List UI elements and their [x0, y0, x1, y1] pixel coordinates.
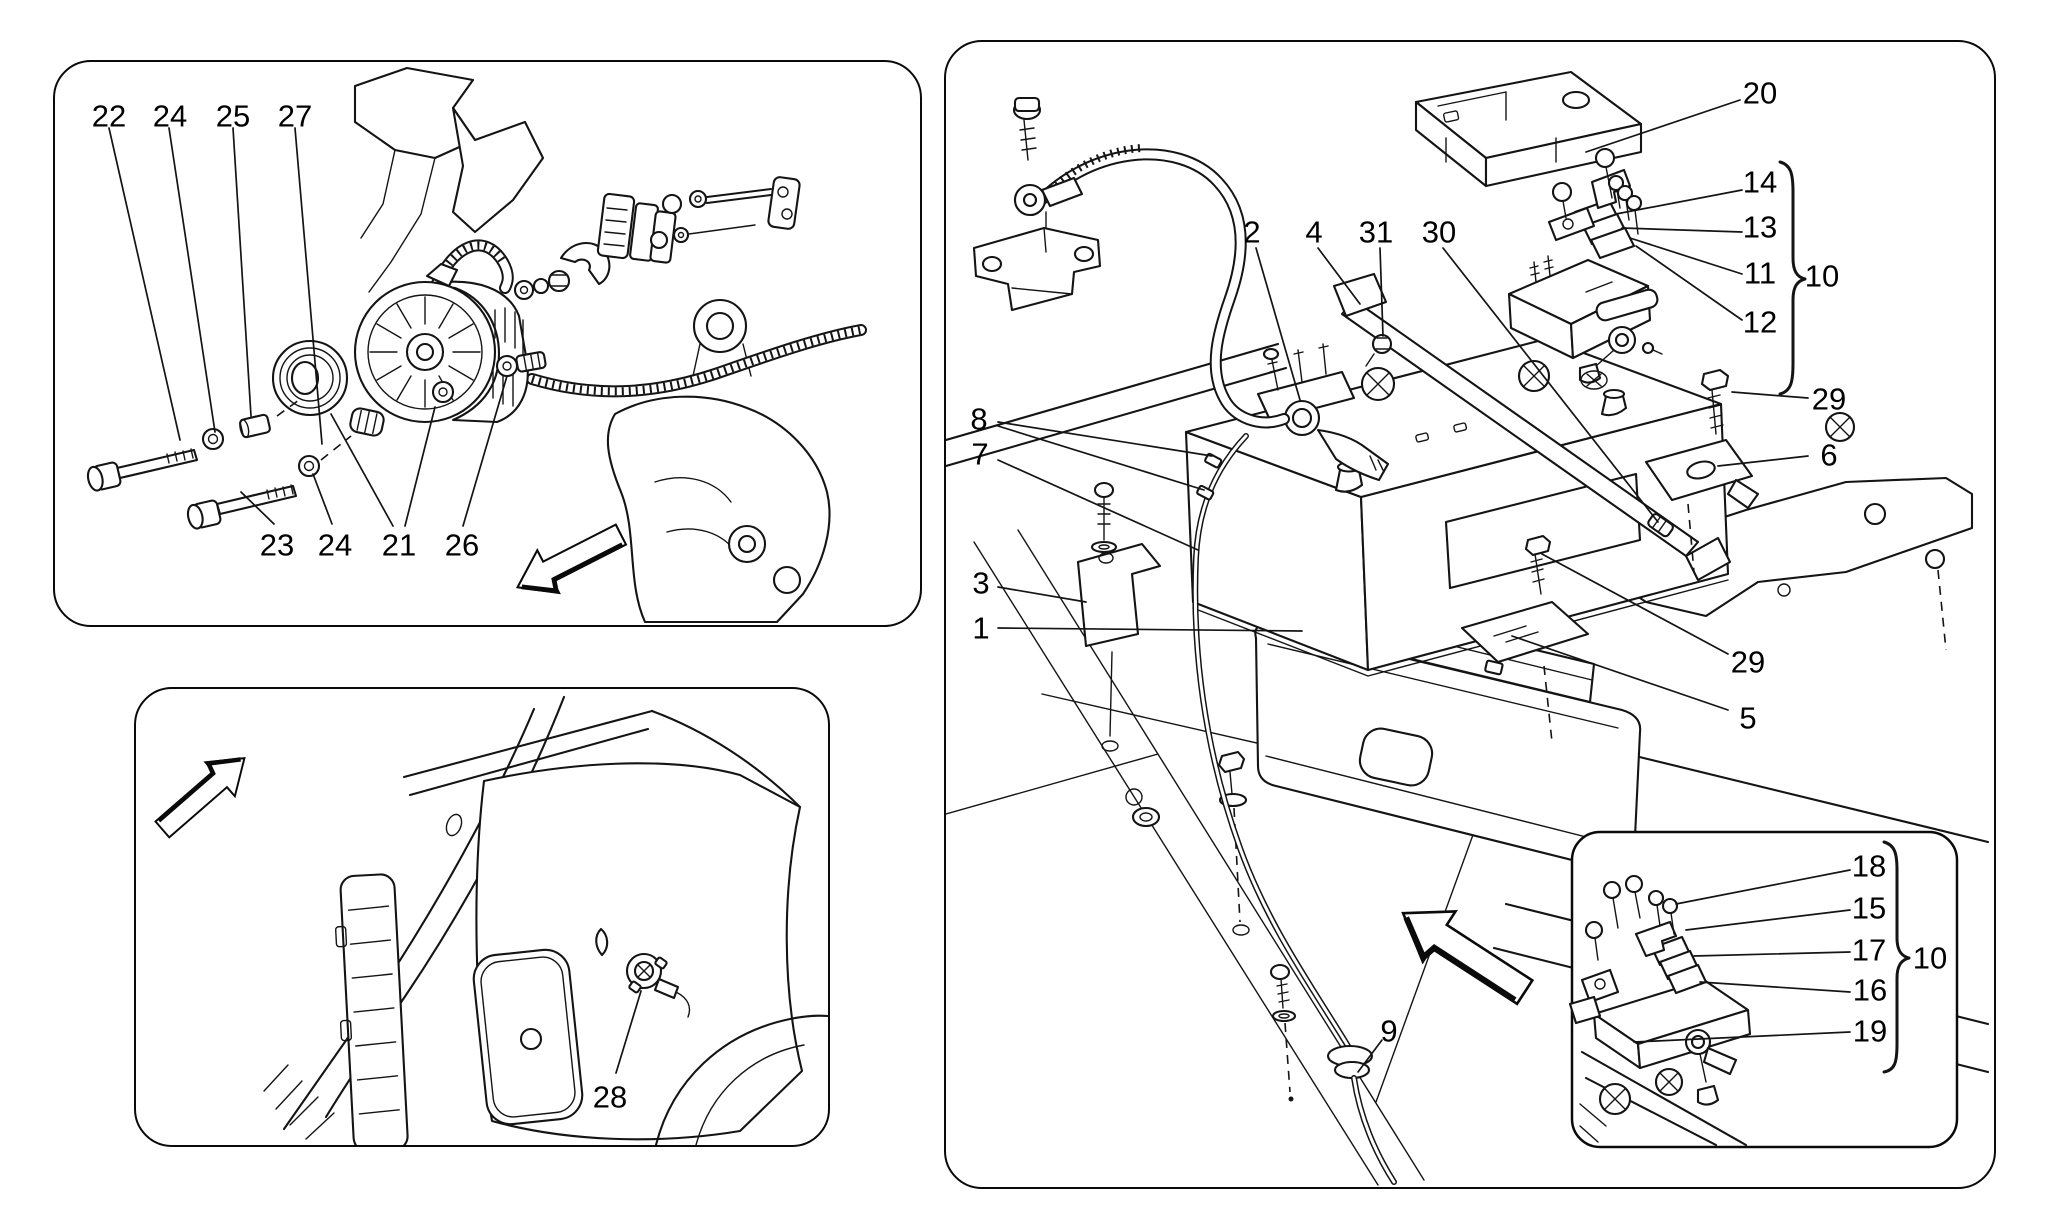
callout-25: 25: [215, 98, 251, 134]
callout-29-lower: 29: [1730, 644, 1766, 680]
panel-alternator-exploded: 22 24 25 27 23 24 21 26: [53, 60, 922, 627]
trunk-illustration: [154, 695, 828, 1145]
callout-9: 9: [1380, 1013, 1398, 1049]
callout-26: 26: [444, 527, 480, 563]
inset-fuse-detail: [1568, 830, 1959, 1149]
callout-22: 22: [91, 98, 127, 134]
callout-16: 16: [1852, 972, 1888, 1008]
callout-2: 2: [1243, 214, 1261, 250]
callout-13: 13: [1742, 209, 1778, 245]
callout-29-upper: 29: [1811, 381, 1847, 417]
callout-15: 15: [1851, 890, 1887, 926]
brace-group-10-top: [1778, 160, 1807, 396]
callout-24-lower: 24: [317, 527, 353, 563]
panel-battery-assembly: 20 14 13 11 12 10 2 4 31 30 8 7 3 1 29 6…: [944, 40, 1996, 1189]
battery-top-screws: [1360, 359, 1551, 402]
callout-21: 21: [381, 527, 417, 563]
callout-10-inset: 10: [1912, 940, 1948, 976]
callout-5: 5: [1739, 700, 1757, 736]
leader-lines-battery: [997, 99, 1851, 1073]
callout-23: 23: [259, 527, 295, 563]
callout-14: 14: [1742, 164, 1778, 200]
leader-lines-alternator: [108, 127, 508, 527]
leader-28: [615, 990, 642, 1074]
callout-28: 28: [592, 1079, 628, 1115]
callout-17: 17: [1851, 932, 1887, 968]
callout-12: 12: [1742, 304, 1778, 340]
battery-illustration: [946, 70, 1990, 1186]
cross-screw: [1824, 411, 1856, 443]
callout-7: 7: [971, 436, 989, 472]
callout-3: 3: [972, 565, 990, 601]
callout-6: 6: [1820, 437, 1838, 473]
callout-27: 27: [277, 98, 313, 134]
callout-4: 4: [1305, 214, 1323, 250]
alternator-illustration: [86, 66, 867, 624]
callout-31: 31: [1358, 214, 1394, 250]
brace-group-10-inset: [1882, 840, 1911, 1074]
callout-18: 18: [1851, 848, 1887, 884]
direction-arrow-up-right: [154, 756, 246, 839]
direction-arrow-up-left: [1401, 910, 1535, 1006]
callout-24-upper: 24: [152, 98, 188, 134]
callout-19: 19: [1852, 1013, 1888, 1049]
callout-10-main: 10: [1804, 258, 1840, 294]
callout-20: 20: [1742, 75, 1778, 111]
callout-1: 1: [972, 610, 990, 646]
callout-8: 8: [970, 401, 988, 437]
callout-11: 11: [1743, 255, 1777, 291]
callout-30: 30: [1421, 214, 1457, 250]
panel-trunk-location: 28: [134, 687, 830, 1147]
direction-arrow-down-left: [515, 523, 628, 595]
